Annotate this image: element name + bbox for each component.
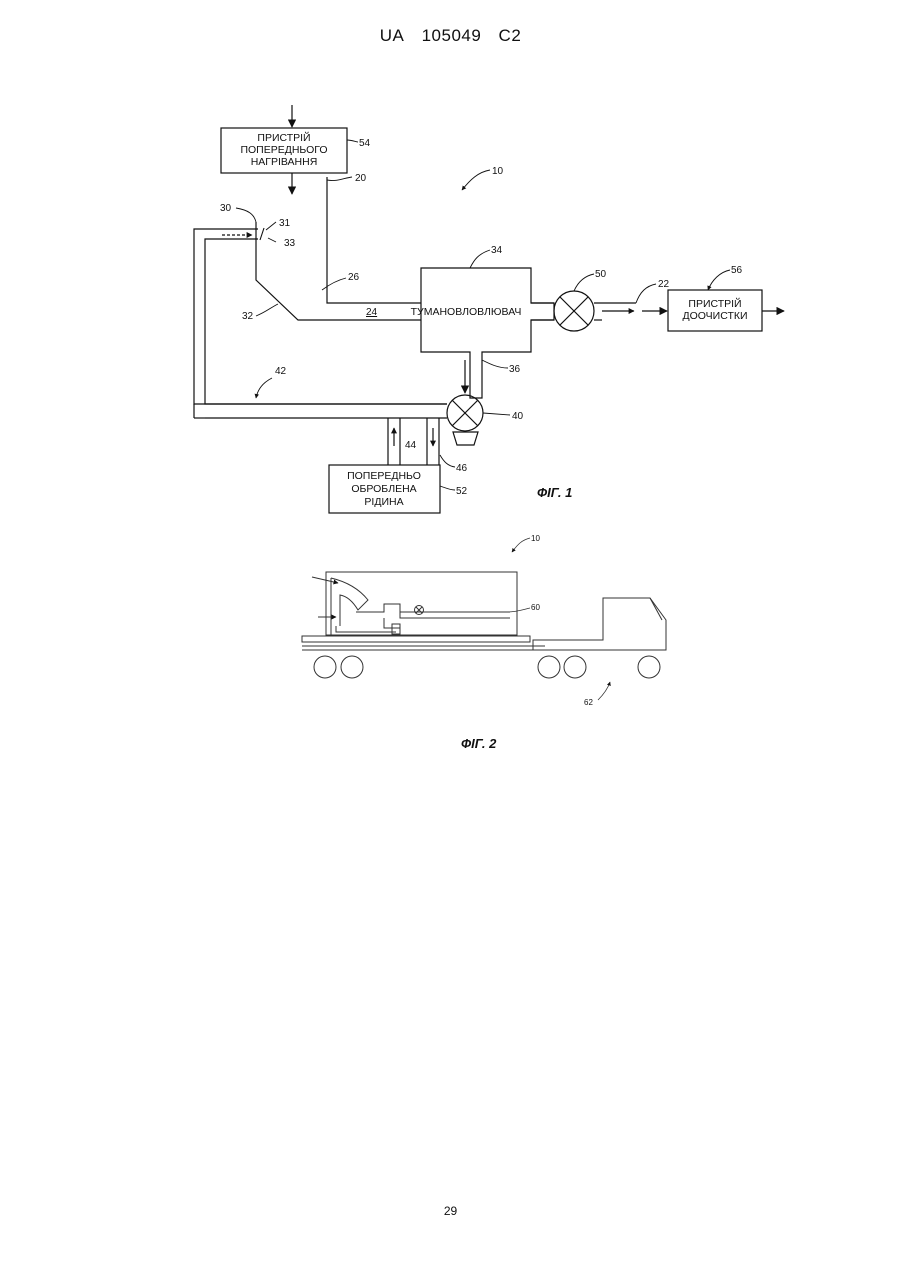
wheel xyxy=(314,656,336,678)
ref-52: 52 xyxy=(456,486,468,497)
ref-56: 56 xyxy=(731,265,743,276)
figure-2-diagram xyxy=(302,538,666,700)
ref-24: 24 xyxy=(366,307,378,318)
mist-eliminator-label: ТУМАНОВЛОВЛЮВАЧ xyxy=(411,306,522,318)
ref-46: 46 xyxy=(456,463,468,474)
pretreated-liquid-line-3: РІДИНА xyxy=(364,496,403,508)
wheel xyxy=(341,656,363,678)
preheater-line-3: НАГРІВАННЯ xyxy=(251,156,318,168)
ref-20: 20 xyxy=(355,173,367,184)
figure-1-caption: ФІГ. 1 xyxy=(537,485,572,500)
recirc-outer xyxy=(194,229,447,404)
pretreated-liquid-line-1: ПОПЕРЕДНЬО xyxy=(347,470,421,482)
ref-50: 50 xyxy=(595,269,607,280)
ref-40: 40 xyxy=(512,411,524,422)
wheel xyxy=(538,656,560,678)
pump-base xyxy=(453,432,478,445)
figure-2-caption: ФІГ. 2 xyxy=(461,736,497,751)
ref-10: 10 xyxy=(492,166,504,177)
ref-30: 30 xyxy=(220,203,232,214)
ref-34: 34 xyxy=(491,245,503,256)
ref-36: 36 xyxy=(509,364,521,375)
trailer-container xyxy=(326,572,517,635)
duct-lower-wall xyxy=(256,222,421,320)
inlet-hood xyxy=(331,578,368,626)
ref-31: 31 xyxy=(279,218,291,229)
post-treatment-line-1: ПРИСТРІЙ xyxy=(688,297,741,310)
pretreated-liquid-line-2: ОБРОБЛЕНА xyxy=(351,483,416,495)
trailer-deck xyxy=(302,636,530,642)
ref-32: 32 xyxy=(242,311,254,322)
preheater-line-2: ПОПЕРЕДНЬОГО xyxy=(240,144,327,156)
fig2-ref-60: 60 xyxy=(531,603,540,612)
ref-33: 33 xyxy=(284,238,296,249)
post-treatment-line-2: ДООЧИСТКИ xyxy=(682,310,747,322)
truck-cab xyxy=(533,598,666,650)
preheater-line-1: ПРИСТРІЙ xyxy=(257,131,310,144)
page-number: 29 xyxy=(0,1204,901,1218)
fig2-ref-62: 62 xyxy=(584,698,593,707)
ref-54: 54 xyxy=(359,138,371,149)
mist-eliminator-shape xyxy=(421,268,554,398)
wheel xyxy=(564,656,586,678)
ref-42: 42 xyxy=(275,366,287,377)
duct-upper-wall xyxy=(327,177,421,303)
ref-44: 44 xyxy=(405,440,417,451)
wheel xyxy=(638,656,660,678)
fig2-ref-10: 10 xyxy=(531,534,540,543)
ref-26: 26 xyxy=(348,272,360,283)
ref-22: 22 xyxy=(658,279,670,290)
